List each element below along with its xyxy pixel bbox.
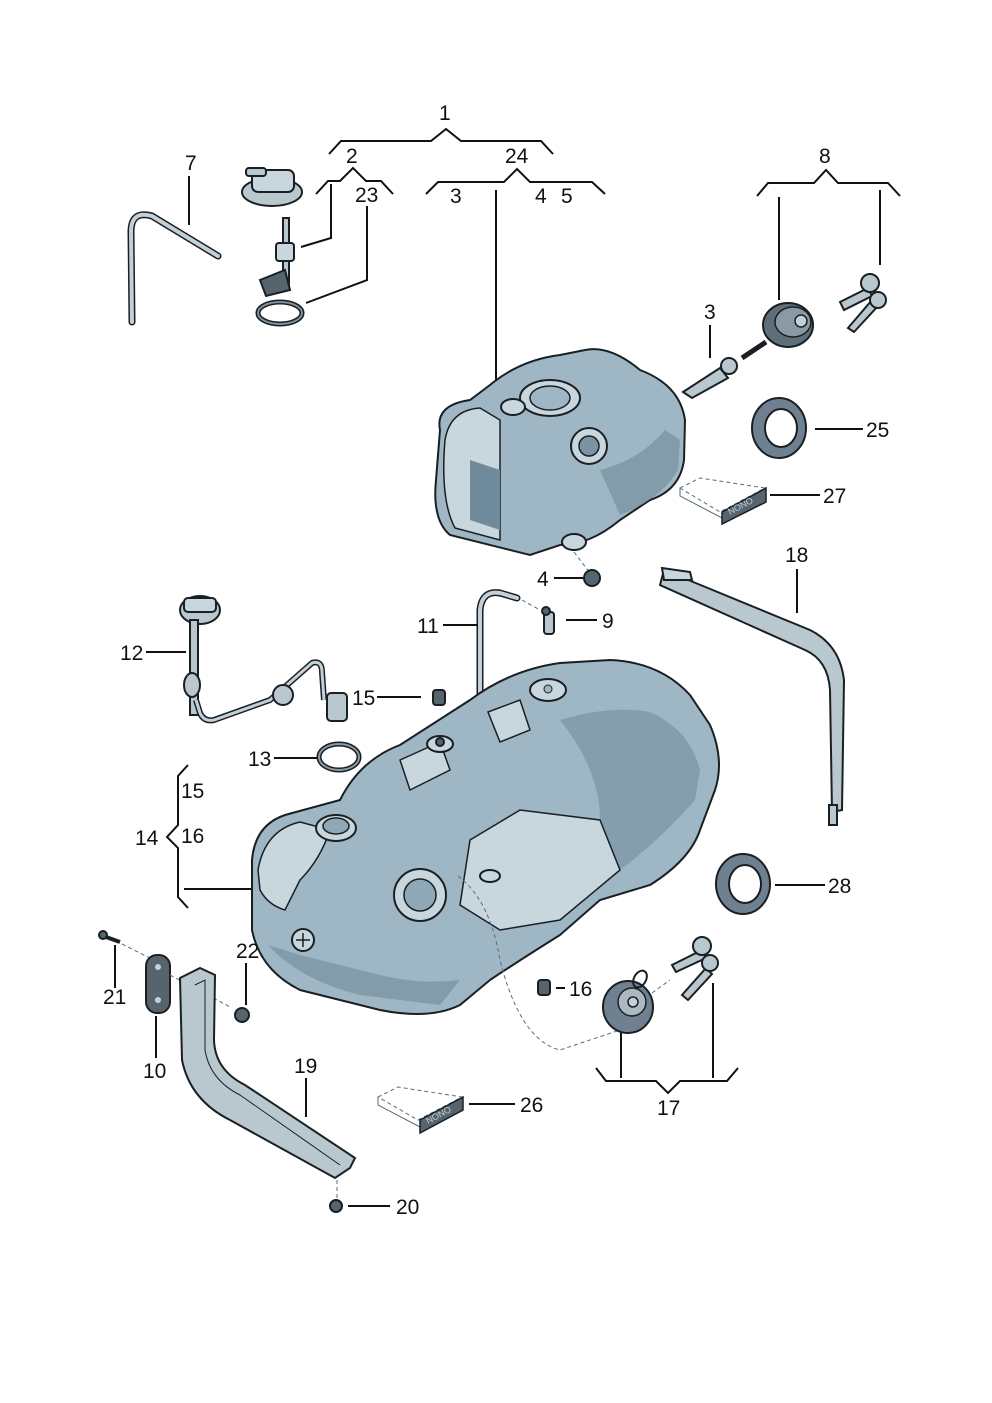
nut-22: 22 xyxy=(169,940,259,1023)
main-fuel-tank xyxy=(251,658,720,1051)
bolt-21: 21 xyxy=(98,930,151,1009)
plug-4: 4 xyxy=(537,551,601,591)
seal-ring-28: 28 xyxy=(715,853,851,915)
callout-26[interactable]: 26 xyxy=(520,1094,543,1117)
filler-cap-8: 8 3 xyxy=(681,145,901,400)
fuel-pump-12: 12 xyxy=(120,595,348,724)
plug-16: 16 xyxy=(537,978,592,1001)
callout-13[interactable]: 13 xyxy=(248,748,271,771)
callout-19[interactable]: 19 xyxy=(294,1055,317,1078)
callout-16[interactable]: 16 xyxy=(569,978,592,1001)
fuel-sender-2 xyxy=(241,167,305,327)
callout-3-screw[interactable]: 3 xyxy=(704,301,716,324)
callout-28[interactable]: 28 xyxy=(828,875,851,898)
callout-7[interactable]: 7 xyxy=(185,152,197,175)
callout-14[interactable]: 14 xyxy=(135,827,159,850)
plug-15: 15 xyxy=(352,687,446,710)
nut-20: 20 xyxy=(329,1180,419,1219)
callout-20[interactable]: 20 xyxy=(396,1196,419,1219)
callout-16-group[interactable]: 16 xyxy=(181,825,204,848)
callout-22[interactable]: 22 xyxy=(236,940,259,963)
callout-8[interactable]: 8 xyxy=(819,145,831,168)
seal-ring-25: 25 xyxy=(751,397,889,459)
callout-9[interactable]: 9 xyxy=(602,610,614,633)
tank-strap-18: 18 xyxy=(658,544,846,826)
callout-12[interactable]: 12 xyxy=(120,642,143,665)
callout-15-group[interactable]: 15 xyxy=(181,780,204,803)
fitting-9: 9 xyxy=(521,599,614,635)
callout-17[interactable]: 17 xyxy=(657,1097,680,1120)
callout-18[interactable]: 18 xyxy=(785,544,808,567)
callout-24[interactable]: 24 xyxy=(505,145,529,168)
callout-10[interactable]: 10 xyxy=(143,1060,166,1083)
callout-1[interactable]: 1 xyxy=(439,102,451,125)
bracket-group-17: 17 xyxy=(595,983,739,1120)
hose-11: 11 xyxy=(417,589,521,699)
warning-label-27: NONO 27 xyxy=(678,477,846,526)
callout-2[interactable]: 2 xyxy=(346,145,358,168)
keys-8 xyxy=(838,273,887,334)
callout-25[interactable]: 25 xyxy=(866,419,889,442)
callout-15[interactable]: 15 xyxy=(352,687,375,710)
bracket-group-14: 15 16 14 xyxy=(135,764,252,909)
plate-10: 10 xyxy=(143,954,171,1083)
callout-4-plug[interactable]: 4 xyxy=(537,568,549,591)
hose-7: 7 xyxy=(127,152,222,326)
callout-21[interactable]: 21 xyxy=(103,986,126,1009)
callout-23[interactable]: 23 xyxy=(355,184,378,207)
callout-27[interactable]: 27 xyxy=(823,485,846,508)
bracket-group-1: 1 2 23 24 3 4 5 xyxy=(300,102,606,398)
callout-5[interactable]: 5 xyxy=(561,185,573,208)
tank-strap-19: 19 xyxy=(178,966,357,1180)
callout-4-top[interactable]: 4 xyxy=(535,185,547,208)
warning-label-26: NONO 26 xyxy=(376,1086,543,1135)
callout-11[interactable]: 11 xyxy=(417,615,439,638)
filler-cap-17 xyxy=(602,969,671,1034)
seal-ring-13: 13 xyxy=(248,741,362,773)
small-fuel-tank xyxy=(434,348,687,557)
callout-3-top[interactable]: 3 xyxy=(450,185,462,208)
keys-17 xyxy=(670,936,719,1002)
